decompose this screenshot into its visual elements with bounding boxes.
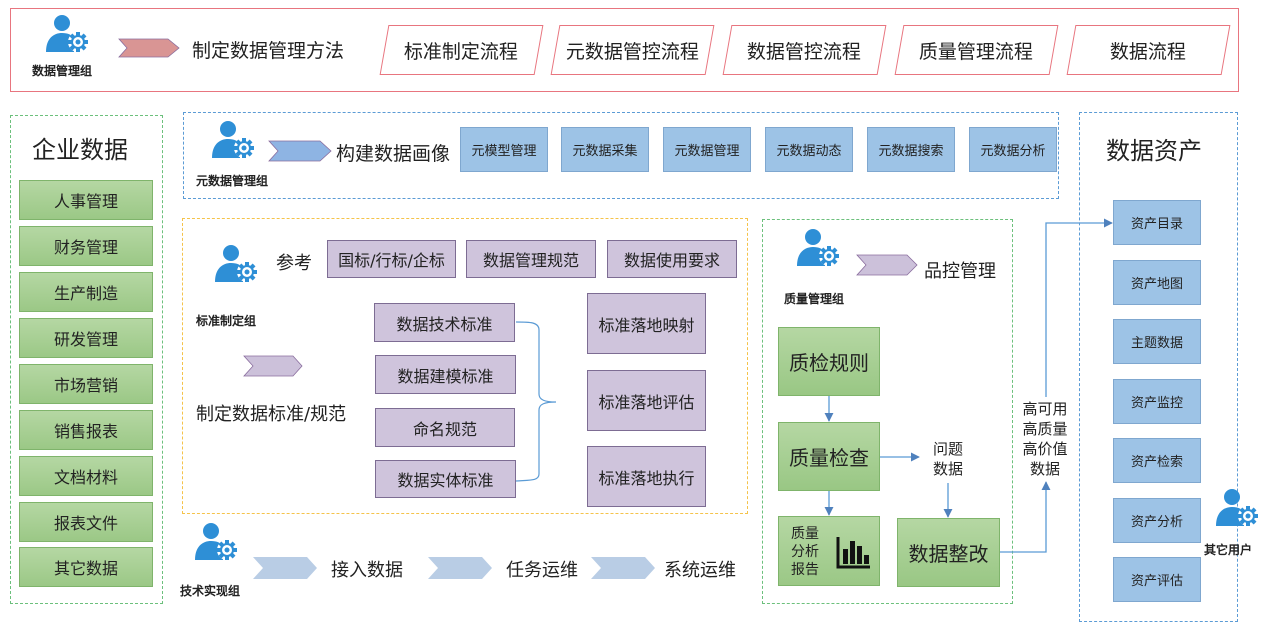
- bar-chart-icon: [836, 537, 870, 569]
- quality-check-box[interactable]: 质量检查: [778, 422, 880, 491]
- process-data-control[interactable]: 数据管控流程: [722, 25, 887, 75]
- data-rectify-box[interactable]: 数据整改: [897, 518, 1000, 587]
- landing-item[interactable]: 标准落地执行: [587, 446, 706, 507]
- enterprise-item[interactable]: 市场营销: [19, 364, 153, 404]
- tech-group-label: 技术实现组: [180, 584, 241, 598]
- asset-item[interactable]: 主题数据: [1113, 319, 1201, 364]
- problem-data-label: 问题 数据: [932, 440, 963, 478]
- quality-report-box[interactable]: 质量 分析 报告: [778, 516, 880, 586]
- data-assets-title: 数据资产: [1106, 137, 1202, 165]
- enterprise-item[interactable]: 财务管理: [19, 226, 153, 266]
- tech-step: 接入数据: [331, 560, 403, 581]
- metadata-module[interactable]: 元数据采集: [561, 127, 649, 172]
- reference-item[interactable]: 数据使用要求: [607, 240, 737, 278]
- standards-group-label: 标准制定组: [196, 314, 257, 328]
- user-gear-icon: [44, 14, 90, 54]
- chevron-arrow-icon: [591, 557, 655, 579]
- quality-report-label: 质量 分析 报告: [791, 526, 819, 578]
- quality-control-label: 品控管理: [924, 261, 996, 282]
- enterprise-item[interactable]: 研发管理: [19, 318, 153, 358]
- reference-item[interactable]: 国标/行标/企标: [327, 240, 456, 278]
- metadata-module[interactable]: 元模型管理: [460, 127, 548, 172]
- standard-item[interactable]: 数据建模标准: [375, 355, 516, 394]
- chevron-arrow-icon: [856, 254, 918, 276]
- define-standards-label: 制定数据标准/规范: [196, 404, 347, 425]
- enterprise-item[interactable]: 文档材料: [19, 456, 153, 496]
- user-gear-icon: [193, 522, 239, 562]
- asset-item[interactable]: 资产评估: [1113, 557, 1201, 602]
- asset-item[interactable]: 资产监控: [1113, 379, 1201, 424]
- standard-item[interactable]: 命名规范: [375, 408, 515, 447]
- tech-step: 任务运维: [506, 560, 578, 581]
- output-value-label: 高可用 高质量 高价值 数据: [1022, 400, 1068, 478]
- metadata-group-label: 元数据管理组: [196, 174, 269, 188]
- chevron-arrow-icon: [268, 140, 332, 162]
- enterprise-item[interactable]: 销售报表: [19, 410, 153, 450]
- metadata-band: [183, 112, 1059, 199]
- metadata-module[interactable]: 元数据分析: [969, 127, 1057, 172]
- metadata-module[interactable]: 元数据动态: [765, 127, 853, 172]
- reference-item[interactable]: 数据管理规范: [466, 240, 596, 278]
- chevron-arrow-icon: [243, 355, 303, 377]
- user-gear-icon: [795, 228, 841, 268]
- asset-item[interactable]: 资产分析: [1113, 498, 1201, 543]
- process-quality[interactable]: 质量管理流程: [894, 25, 1059, 75]
- user-gear-icon: [213, 244, 259, 284]
- standards-band: [182, 218, 748, 514]
- other-users-label: 其它用户: [1204, 543, 1253, 557]
- chevron-arrow-icon: [118, 38, 180, 58]
- user-gear-icon: [1214, 488, 1260, 528]
- process-standard[interactable]: 标准制定流程: [379, 25, 544, 75]
- asset-item[interactable]: 资产地图: [1113, 260, 1201, 305]
- chevron-arrow-icon: [428, 557, 492, 579]
- enterprise-item[interactable]: 其它数据: [19, 547, 153, 587]
- enterprise-data-panel: [10, 115, 163, 604]
- landing-item[interactable]: 标准落地评估: [587, 370, 706, 431]
- metadata-module[interactable]: 元数据搜索: [867, 127, 955, 172]
- landing-item[interactable]: 标准落地映射: [587, 293, 706, 354]
- enterprise-item[interactable]: 人事管理: [19, 180, 153, 220]
- quality-band: [762, 219, 1013, 604]
- quality-group-label: 质量管理组: [784, 292, 845, 306]
- standard-item[interactable]: 数据实体标准: [375, 460, 516, 498]
- quality-rules-box[interactable]: 质检规则: [778, 327, 880, 396]
- enterprise-data-title: 企业数据: [32, 136, 128, 164]
- enterprise-item[interactable]: 报表文件: [19, 502, 153, 542]
- asset-item[interactable]: 资产检索: [1113, 438, 1201, 483]
- user-gear-icon: [210, 120, 256, 160]
- tech-step: 系统运维: [664, 560, 736, 581]
- metadata-module[interactable]: 元数据管理: [663, 127, 751, 172]
- data-management-band: [10, 8, 1239, 92]
- data-management-group-label: 数据管理组: [32, 64, 93, 78]
- enterprise-item[interactable]: 生产制造: [19, 272, 153, 312]
- management-method-label: 制定数据管理方法: [192, 40, 345, 62]
- process-metadata[interactable]: 元数据管控流程: [550, 25, 715, 75]
- chevron-arrow-icon: [253, 557, 317, 579]
- build-data-portrait-label: 构建数据画像: [336, 143, 451, 165]
- standard-item[interactable]: 数据技术标准: [374, 303, 515, 342]
- reference-label: 参考: [276, 253, 312, 274]
- process-data-flow[interactable]: 数据流程: [1066, 25, 1231, 75]
- asset-item[interactable]: 资产目录: [1113, 200, 1201, 245]
